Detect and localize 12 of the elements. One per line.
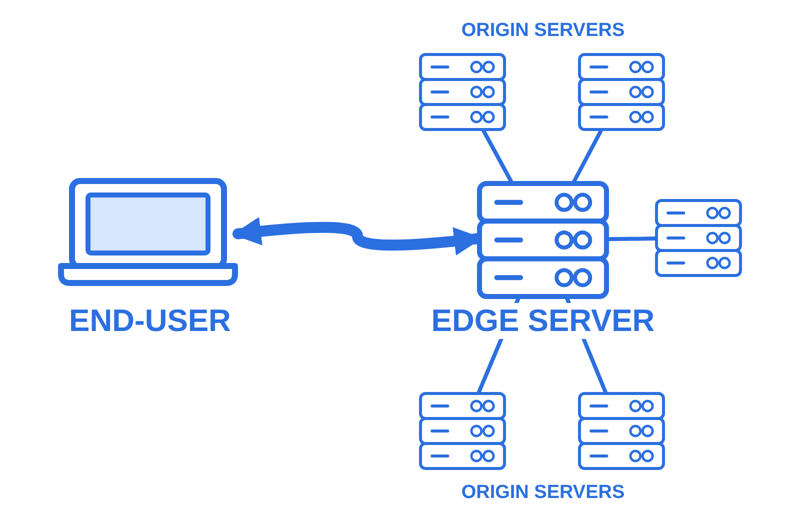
server-icon <box>655 199 742 277</box>
server-icon <box>419 53 506 131</box>
group-label: ORIGIN SERVERS <box>461 482 625 504</box>
group-label: ORIGIN SERVERS <box>461 20 625 42</box>
server-icon <box>419 392 506 470</box>
laptop-icon <box>58 178 238 286</box>
connector-line <box>482 129 513 183</box>
connector-line <box>607 236 657 242</box>
server-icon <box>477 181 609 299</box>
server-icon <box>578 392 665 470</box>
connector-line <box>572 129 603 183</box>
server-icon <box>578 53 665 131</box>
